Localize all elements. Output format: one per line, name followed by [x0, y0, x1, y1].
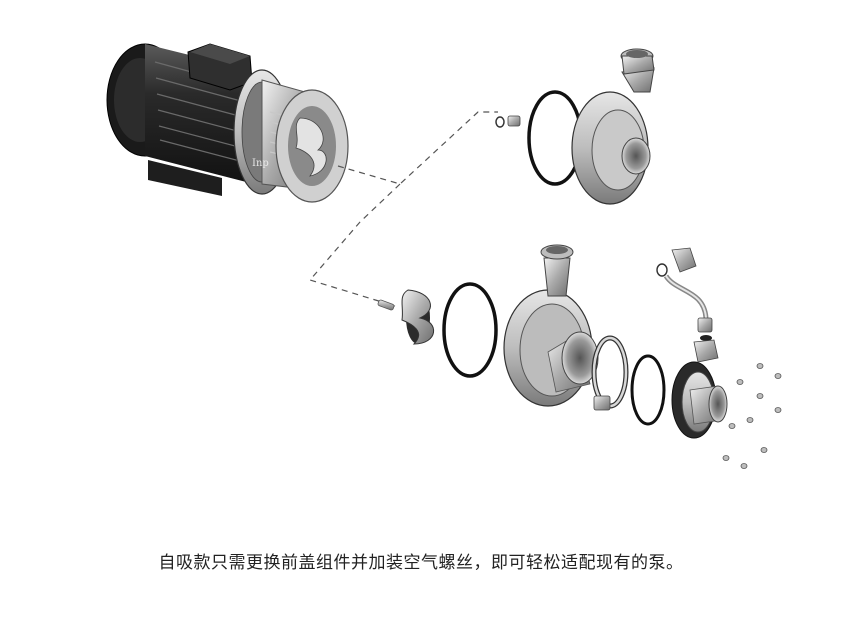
- motor-brand-mark: Inp: [252, 158, 269, 169]
- motor-foot: [148, 160, 222, 196]
- impeller-bolt: [377, 299, 395, 311]
- exploded-view-figure: Inp: [106, 43, 782, 469]
- mounted-impeller: [295, 117, 327, 177]
- front-cover-o-ring: [630, 354, 666, 426]
- exploded-leader-lines: [308, 111, 498, 307]
- pump-front-cover: [671, 361, 728, 439]
- pump-casing: [503, 244, 599, 407]
- tri-clamp: [591, 335, 629, 411]
- fastener-screws: [722, 363, 782, 469]
- open-impeller: [401, 289, 435, 345]
- self-priming-front-cover: [571, 48, 655, 205]
- air-screw-assembly: [656, 247, 719, 363]
- upper-bolt-and-washer: [495, 115, 521, 128]
- motor-assembly: Inp: [106, 43, 349, 203]
- air-screw: [693, 339, 719, 363]
- upper-inlet-bore: [621, 137, 651, 175]
- lower-inlet-bore: [561, 331, 599, 385]
- figure-caption: 自吸款只需更换前盖组件并加装空气螺丝，即可轻松适配现有的泵。: [158, 553, 684, 573]
- lower-o-ring: [442, 282, 498, 378]
- lower-outlet-neck: [543, 257, 571, 297]
- front-cover-inlet: [708, 385, 728, 423]
